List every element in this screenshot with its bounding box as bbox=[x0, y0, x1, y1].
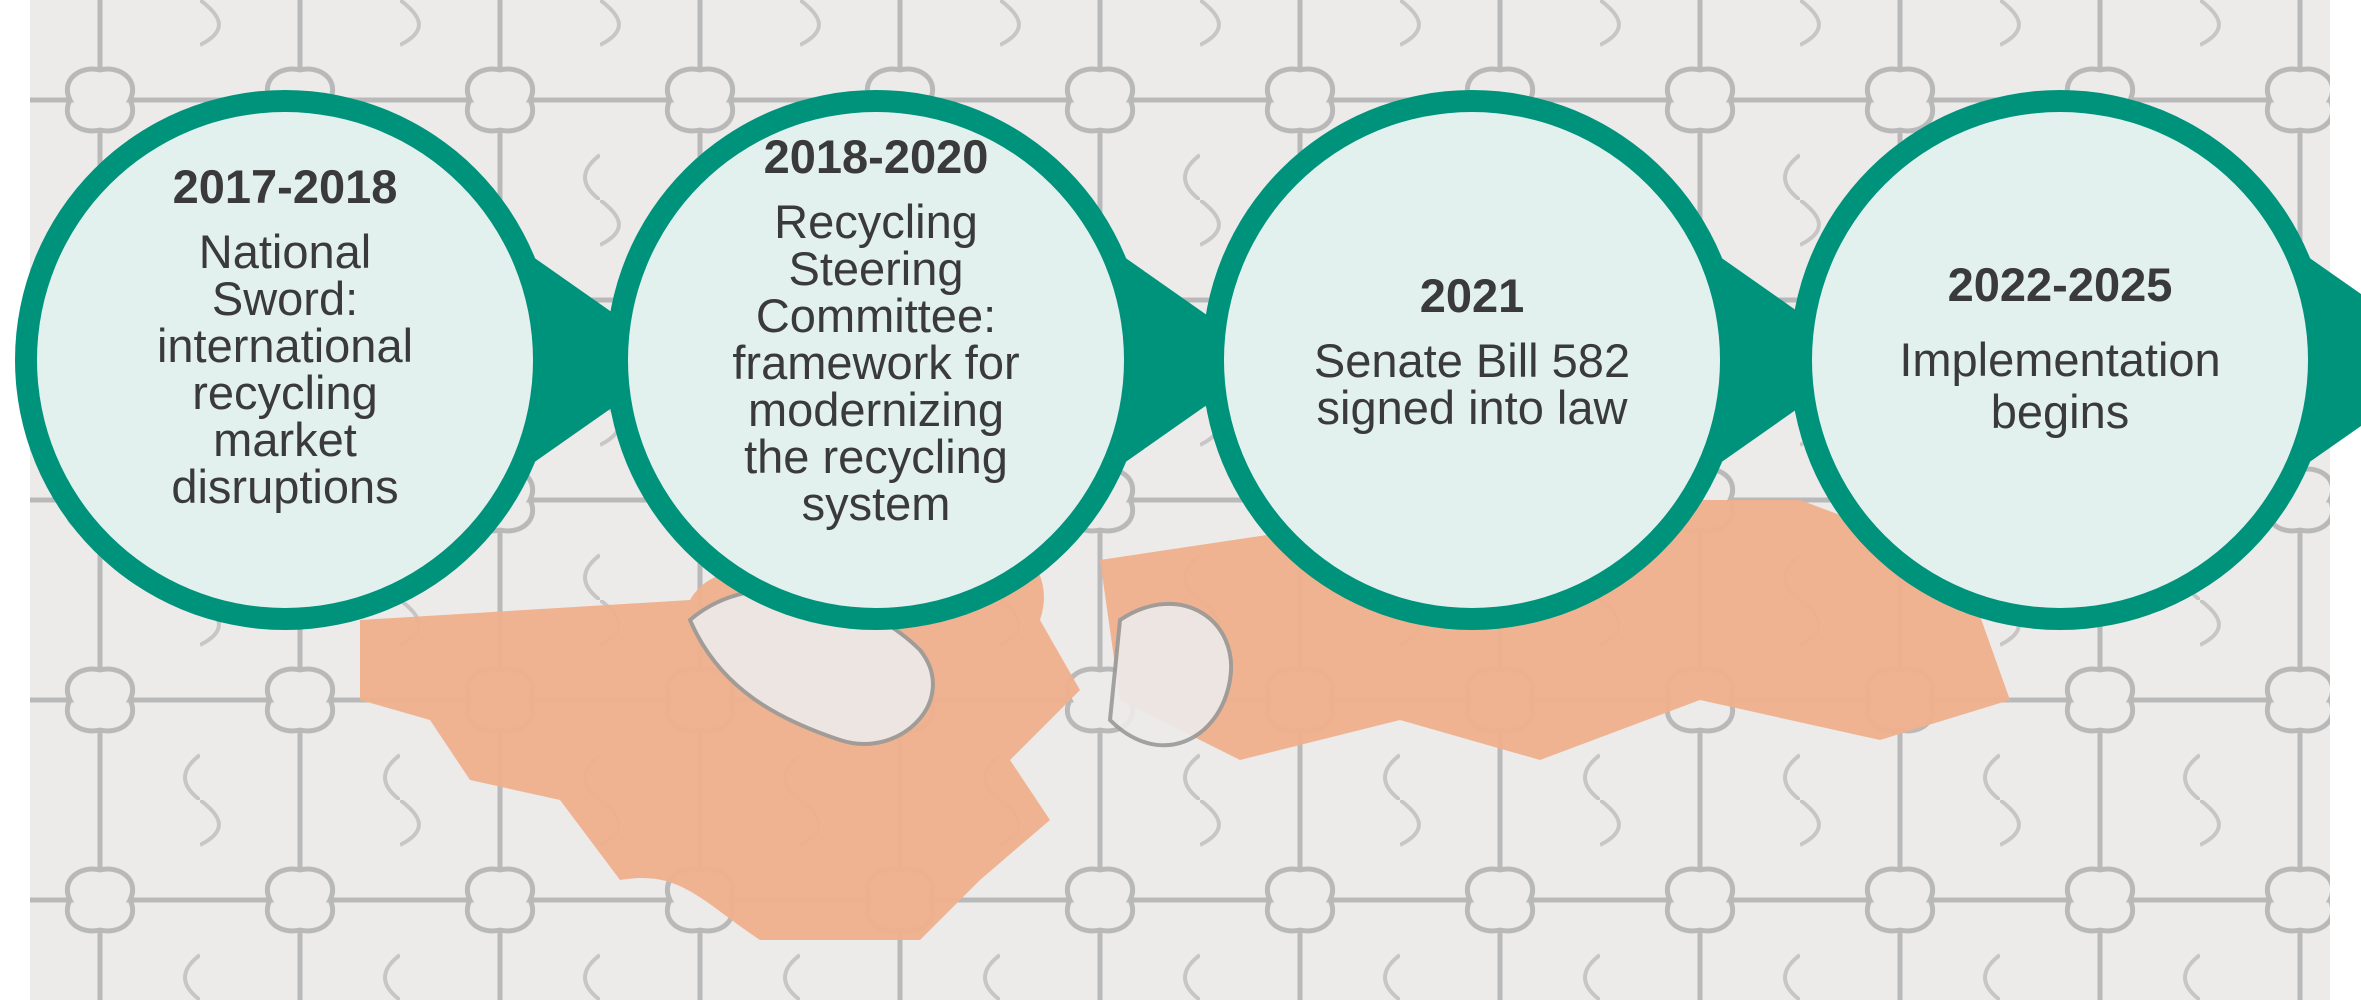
stage-period: 2022-2025 bbox=[1948, 258, 2173, 311]
stage-description-line: Implementation bbox=[1899, 333, 2220, 386]
stage-circle bbox=[628, 112, 1124, 608]
stage-description-line: recycling bbox=[192, 366, 377, 419]
stage-description-line: market bbox=[213, 413, 357, 466]
stage-description-line: disruptions bbox=[171, 460, 398, 513]
stage-description-line: framework for bbox=[732, 336, 1019, 389]
timeline-stage: 2017-2018NationalSword:internationalrecy… bbox=[15, 90, 680, 630]
stage-period: 2021 bbox=[1420, 269, 1525, 322]
stage-period: 2018-2020 bbox=[764, 130, 989, 183]
timeline-stages: 2017-2018NationalSword:internationalrecy… bbox=[15, 90, 2361, 630]
stage-description-line: the recycling bbox=[744, 430, 1008, 483]
stage-description-line: signed into law bbox=[1317, 381, 1629, 434]
stage-description-line: modernizing bbox=[748, 383, 1004, 436]
stage-description-line: Recycling bbox=[774, 195, 978, 248]
timeline-stage: 2018-2020RecyclingSteeringCommittee:fram… bbox=[606, 90, 1271, 630]
stage-description-line: system bbox=[802, 477, 951, 530]
stage-period: 2017-2018 bbox=[173, 160, 398, 213]
stage-description-line: Steering bbox=[788, 242, 963, 295]
stage-circle bbox=[1812, 112, 2308, 608]
stage-description-line: Senate Bill 582 bbox=[1314, 334, 1630, 387]
stage-description-line: Committee: bbox=[756, 289, 996, 342]
puzzle-piece bbox=[1107, 601, 1234, 748]
stage-description-line: National bbox=[199, 225, 371, 278]
stage-description-line: international bbox=[157, 319, 413, 372]
stage-description-line: begins bbox=[1991, 385, 2130, 438]
stage-circle bbox=[1224, 112, 1720, 608]
stage-description-line: Sword: bbox=[212, 272, 358, 325]
stage-circle bbox=[37, 112, 533, 608]
